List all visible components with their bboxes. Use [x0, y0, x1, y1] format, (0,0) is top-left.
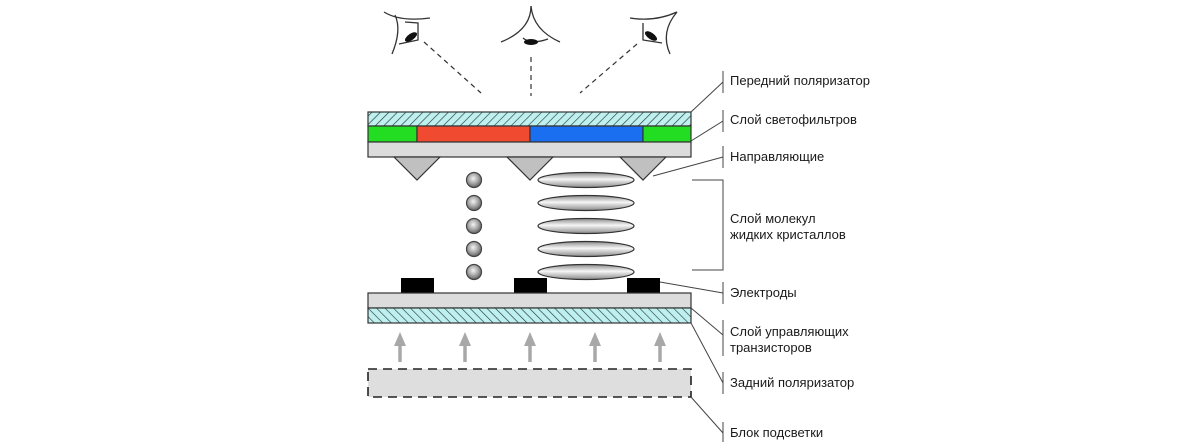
twisted-molecule-3 [465, 217, 483, 235]
twisted-molecule-2 [465, 194, 483, 212]
twisted-molecules [465, 171, 483, 281]
electrodes [401, 278, 660, 293]
light-arrow-1 [394, 332, 406, 362]
view-line-left [423, 41, 482, 94]
guide-1 [392, 156, 442, 181]
guides [392, 156, 668, 181]
light-arrows [394, 332, 666, 362]
view-line-right [579, 43, 638, 94]
electrode-3 [627, 278, 660, 293]
aligned-molecule-5 [537, 263, 635, 281]
electrode-1 [401, 278, 434, 293]
label-liquid-crystal-layer-line1: Слой молекул [730, 211, 816, 226]
transistor-layer [367, 307, 692, 324]
label-front-polarizer: Передний поляризатор [730, 73, 870, 88]
eye-icon-right [629, 11, 678, 55]
light-arrow-2 [459, 332, 471, 362]
label-transistor-layer-line1: Слой управляющих [730, 324, 849, 339]
backlight-unit [367, 368, 692, 398]
twisted-molecule-4 [465, 240, 483, 258]
color-filter-layer [367, 125, 692, 143]
guide-3 [618, 156, 668, 181]
label-guides: Направляющие [730, 149, 825, 164]
color-filter-red [416, 125, 531, 143]
aligned-molecule-3 [537, 217, 635, 235]
aligned-molecule-4 [537, 240, 635, 258]
eye-icon-left [383, 11, 431, 55]
light-arrow-4 [589, 332, 601, 362]
color-filter-blue [529, 125, 644, 143]
label-rear-polarizer: Задний поляризатор [730, 375, 855, 390]
color-filter-green [642, 125, 692, 143]
label-color-filter-layer: Слой светофильтров [730, 112, 857, 127]
label-transistor-layer-line2: транзисторов [730, 340, 812, 355]
color-filter-green [367, 125, 418, 143]
eye-icon-center [500, 5, 561, 45]
twisted-molecule-5 [465, 263, 483, 281]
leader-lines [652, 71, 724, 442]
aligned-molecule-2 [537, 194, 635, 212]
guide-2 [505, 156, 555, 181]
light-arrow-3 [524, 332, 536, 362]
electrode-2 [514, 278, 547, 293]
front-polarizer [367, 111, 692, 127]
label-backlight-unit: Блок подсветки [730, 425, 824, 440]
light-arrow-5 [654, 332, 666, 362]
aligned-molecule-1 [537, 171, 635, 189]
front-substrate [367, 141, 692, 158]
aligned-molecules [537, 171, 635, 281]
rear-substrate [367, 292, 692, 309]
label-liquid-crystal-layer-line2: жидких кристаллов [730, 227, 846, 242]
label-electrodes: Электроды [730, 285, 797, 300]
twisted-molecule-1 [465, 171, 483, 189]
